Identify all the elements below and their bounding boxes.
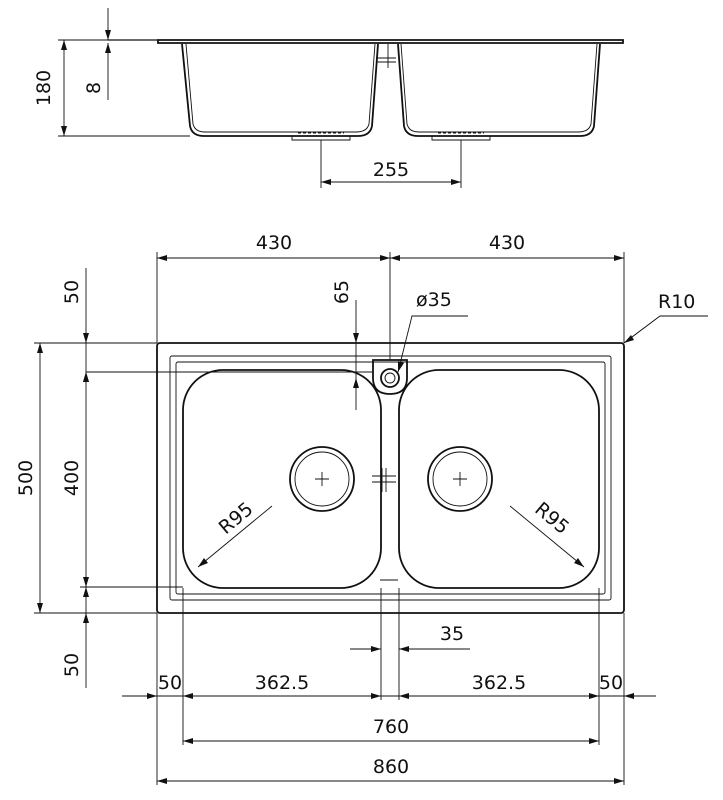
dim-margin-top-50: 50	[61, 280, 83, 304]
left-drain	[289, 446, 355, 512]
dim-overall-width-860: 860	[373, 756, 409, 778]
tap-hole-housing	[372, 359, 408, 395]
top-view: 430 430 65 ø35 R10 500 400 50	[15, 232, 708, 785]
dim-rim-8: 8	[83, 82, 105, 94]
dim-margin-right-50: 50	[599, 672, 623, 694]
dim-left-bowl-r95: R95	[215, 498, 258, 539]
dim-right-430: 430	[489, 232, 525, 254]
dim-right-bowl-r95: R95	[530, 498, 573, 539]
dim-bowl-depth-400: 400	[61, 460, 83, 496]
dim-height-180: 180	[33, 70, 55, 106]
side-right-bowl	[397, 43, 601, 137]
right-drain	[427, 446, 493, 512]
dim-tap-offset-65: 65	[331, 280, 353, 304]
dim-tap-diameter: ø35	[416, 289, 452, 311]
dim-margin-bottom-50: 50	[61, 653, 83, 677]
dim-overall-depth-500: 500	[15, 460, 37, 496]
dim-corner-r10: R10	[658, 291, 695, 313]
dim-drain-255: 255	[373, 159, 409, 181]
tap-hole	[380, 368, 400, 388]
dim-bowl-inner-right: 362.5	[472, 672, 526, 694]
dim-margin-left-50: 50	[158, 672, 182, 694]
side-left-bowl	[181, 43, 379, 137]
plate-outline	[156, 342, 625, 614]
side-view: 180 8 255	[33, 8, 624, 188]
dim-left-430: 430	[256, 232, 292, 254]
side-rim	[157, 39, 624, 44]
right-bowl	[398, 369, 600, 589]
dim-bowls-total-760: 760	[373, 716, 409, 738]
dim-bowl-inner-left: 362.5	[255, 672, 309, 694]
dim-divider-35: 35	[440, 623, 464, 645]
left-bowl	[182, 369, 382, 589]
